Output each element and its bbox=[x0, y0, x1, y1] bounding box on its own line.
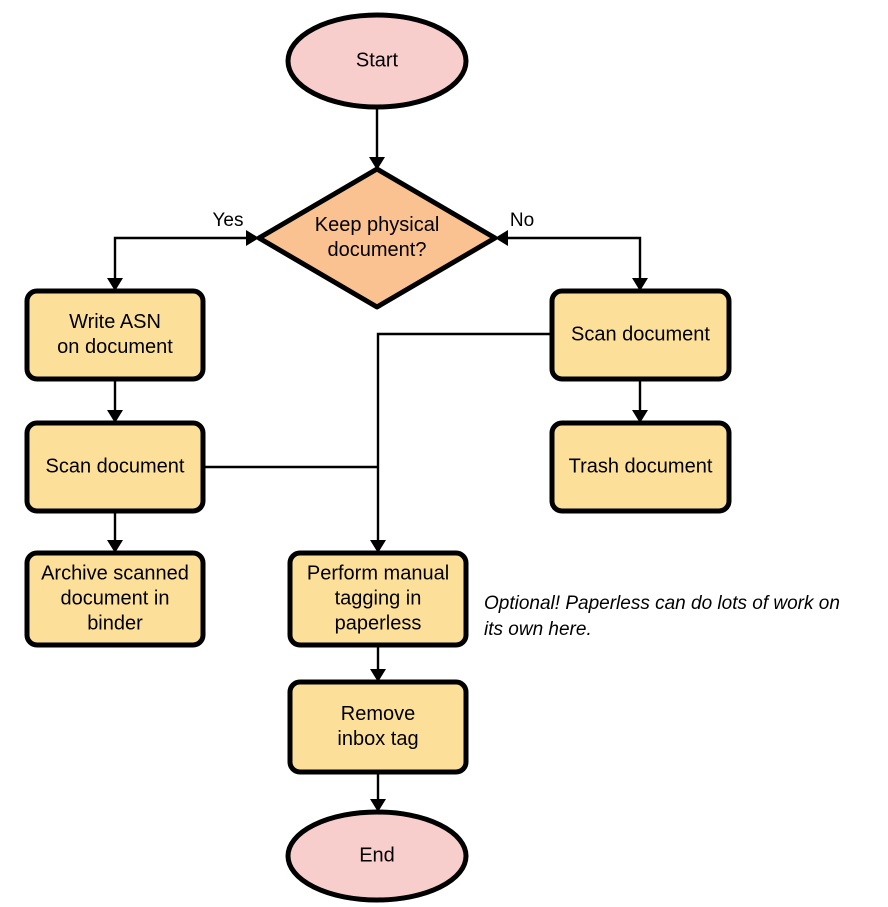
terminator-shape[interactable] bbox=[285, 12, 469, 110]
node-label-scan-document-left: Scan document bbox=[46, 455, 185, 477]
node-label-write-asn-on-document: Write ASN bbox=[69, 311, 161, 333]
edge-scan-left-to-archive bbox=[107, 511, 123, 553]
node-label-write-asn-on-document: on document bbox=[57, 336, 173, 358]
node-label-archive-scanned-document-in-binder: Archive scanned bbox=[41, 562, 189, 584]
process-shape[interactable] bbox=[287, 550, 469, 648]
arrowhead-icon bbox=[369, 157, 385, 170]
arrowhead-icon bbox=[370, 799, 386, 812]
annotations-layer: Optional! Paperless can do lots of work … bbox=[484, 593, 840, 640]
annotation-optional-note: Optional! Paperless can do lots of work … bbox=[484, 593, 840, 640]
arrowhead-icon bbox=[632, 278, 648, 291]
process-shape[interactable] bbox=[24, 420, 206, 514]
edge-decision-no-to-scan-right: No bbox=[495, 210, 648, 291]
process-shape[interactable] bbox=[24, 550, 206, 648]
arrowhead-icon bbox=[107, 278, 123, 291]
node-label-trash-document: Trash document bbox=[569, 455, 713, 477]
node-label-perform-manual-tagging-in-paperless: paperless bbox=[335, 612, 422, 634]
node-label-start: Start bbox=[356, 49, 399, 71]
arrowhead-icon bbox=[495, 230, 508, 246]
node-label-keep-physical-document: Keep physical bbox=[315, 214, 440, 236]
process-shape[interactable] bbox=[24, 288, 206, 382]
node-perform-manual-tagging-in-paperless[interactable]: Perform manual tagging in paperless bbox=[287, 550, 469, 648]
node-keep-physical-document[interactable]: Keep physical document? bbox=[256, 166, 498, 310]
edge-label-decision-no-to-scan-right: No bbox=[510, 210, 534, 231]
node-write-asn-on-document[interactable]: Write ASN on document bbox=[24, 288, 206, 382]
edge-label-decision-yes-to-write-asn: Yes bbox=[213, 210, 244, 231]
edges-layer: Yes No bbox=[107, 107, 648, 812]
node-remove-inbox-tag[interactable]: Remove inbox tag bbox=[287, 679, 469, 775]
terminator-shape[interactable] bbox=[285, 809, 469, 903]
arrowhead-icon bbox=[632, 410, 648, 423]
edge-write-asn-to-scan-left bbox=[107, 379, 123, 423]
decision-shape[interactable] bbox=[256, 166, 498, 310]
process-shape[interactable] bbox=[287, 679, 469, 775]
node-label-archive-scanned-document-in-binder: document in bbox=[61, 587, 170, 609]
edge-line bbox=[495, 236, 642, 283]
arrowhead-icon bbox=[107, 410, 123, 423]
process-shape[interactable] bbox=[549, 288, 732, 382]
arrowhead-icon bbox=[246, 230, 259, 246]
arrowhead-icon bbox=[370, 669, 386, 682]
edge-scan-right-to-trash bbox=[632, 379, 648, 423]
node-scan-document-left[interactable]: Scan document bbox=[24, 420, 206, 514]
edge-line bbox=[113, 236, 259, 283]
edge-manual-tagging-to-remove-inbox-tag bbox=[370, 645, 386, 682]
node-label-scan-document-right: Scan document bbox=[571, 323, 710, 345]
node-start[interactable]: Start bbox=[285, 12, 469, 110]
node-label-remove-inbox-tag: inbox tag bbox=[337, 728, 418, 750]
process-shape[interactable] bbox=[549, 420, 732, 514]
annotation-line: its own here. bbox=[484, 619, 592, 640]
node-trash-document[interactable]: Trash document bbox=[549, 420, 732, 514]
arrowhead-icon bbox=[370, 540, 386, 553]
node-label-archive-scanned-document-in-binder: binder bbox=[87, 612, 143, 634]
annotation-line: Optional! Paperless can do lots of work … bbox=[484, 593, 840, 614]
node-archive-scanned-document-in-binder[interactable]: Archive scanned document in binder bbox=[24, 550, 206, 648]
edge-line bbox=[376, 332, 552, 545]
node-label-keep-physical-document: document? bbox=[328, 239, 427, 261]
edge-remove-inbox-tag-to-end bbox=[370, 772, 386, 812]
node-label-end: End bbox=[359, 844, 395, 866]
arrowhead-icon bbox=[107, 540, 123, 553]
node-label-perform-manual-tagging-in-paperless: Perform manual bbox=[307, 562, 449, 584]
node-end[interactable]: End bbox=[285, 809, 469, 903]
node-label-perform-manual-tagging-in-paperless: tagging in bbox=[335, 587, 422, 609]
edge-start-to-decision bbox=[369, 107, 385, 170]
edge-decision-yes-to-write-asn: Yes bbox=[107, 210, 259, 291]
edge-scan-right-to-manual-tagging bbox=[370, 332, 552, 553]
node-scan-document-right[interactable]: Scan document bbox=[549, 288, 732, 382]
node-label-remove-inbox-tag: Remove bbox=[341, 703, 415, 725]
